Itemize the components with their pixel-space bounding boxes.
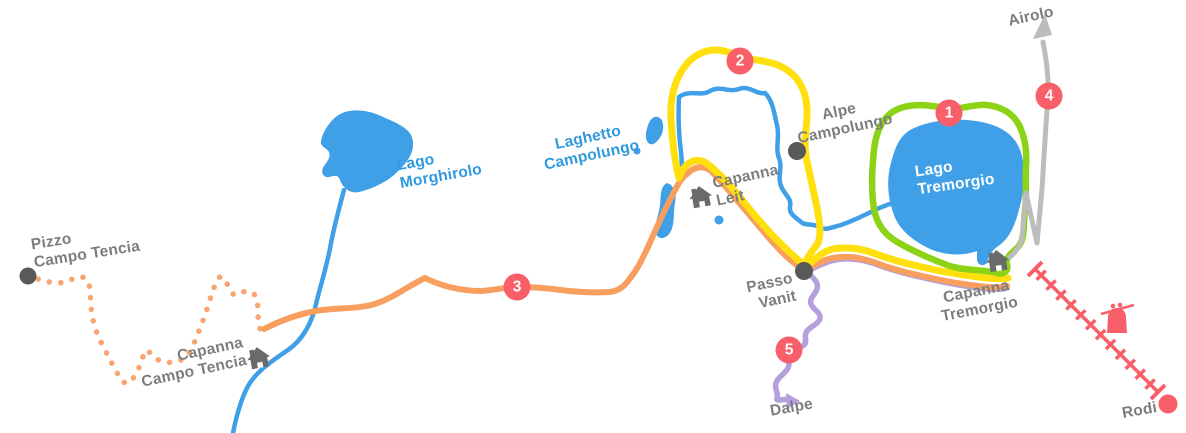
alpe-campolungo-marker [788,142,806,160]
rodi-station-marker [1158,394,1178,414]
route-2-badge[interactable]: 2 [726,47,754,75]
funicular-track [1033,267,1160,394]
lago-tremorgio-lake [888,119,1025,266]
leit-stream-east [762,90,907,231]
leit-stream-north [676,85,768,100]
gondola-icon [1100,302,1135,333]
laghetto-campolungo-tarn-b [633,147,641,155]
passo-vanit-marker [795,262,813,280]
route-2-bundle [803,244,1012,283]
route-5-badge[interactable]: 5 [775,336,803,364]
laghetto-campolungo-tarn-d [714,215,724,225]
route-5-arrowhead [786,393,800,409]
lago-morghirolo-lake [320,110,414,193]
capanna-leit-hut-icon [687,184,714,209]
route-4-badge[interactable]: 4 [1035,82,1063,110]
morghirolo-outlet-stream [230,187,347,433]
capanna-campo-tencia-hut-icon [245,345,272,370]
route-1-badge[interactable]: 1 [935,99,963,127]
route-3-path [261,164,1010,332]
route-3-badge[interactable]: 3 [503,273,531,301]
funicular-cap-top [1026,260,1044,278]
route-4-path [1007,39,1051,260]
route-2-loop [667,46,824,270]
route-5-switchbacks [772,269,823,403]
pizzo-campo-tencia-peak-marker [19,267,37,285]
laghetto-campolungo-tarn-a [645,116,664,145]
funicular-cap-bottom [1149,383,1167,401]
route-4-arrowhead [1033,14,1052,39]
